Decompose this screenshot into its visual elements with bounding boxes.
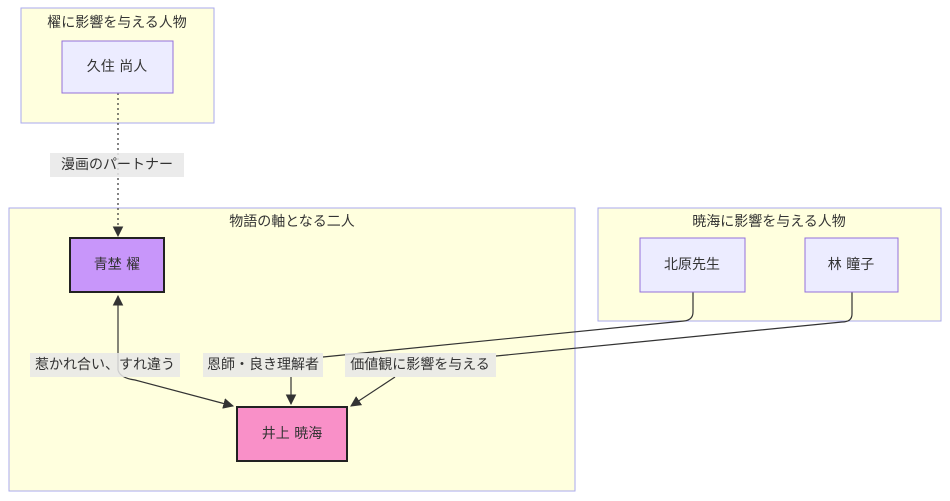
cluster-title: 暁海に影響を与える人物 (692, 213, 846, 230)
node-label: 林 瞳子 (828, 256, 874, 273)
cluster-title: 櫂に影響を与える人物 (47, 14, 187, 31)
node-label: 井上 暁海 (262, 426, 322, 442)
edge-label-text: 価値観に影響を与える (350, 356, 490, 373)
node-inoue[interactable]: 井上 暁海 (236, 406, 348, 462)
node-label: 北原先生 (664, 257, 720, 273)
node-aoi[interactable]: 青埜 櫂 (69, 237, 165, 293)
node-kitahara[interactable]: 北原先生 (639, 237, 746, 293)
node-hayashi[interactable]: 林 瞳子 (804, 237, 899, 293)
edge-label-values: 価値観に影響を与える (345, 353, 496, 377)
edge-label-mentor: 恩師・良き理解者 (203, 353, 323, 377)
edge-label-text: 惹かれ合い、すれ違う (35, 357, 175, 373)
edge-label-text: 恩師・良き理解者 (207, 357, 319, 373)
edge-values-out (350, 376, 396, 407)
edge-label-partner: 漫画のパートナー (50, 153, 184, 177)
node-label: 青埜 櫂 (94, 257, 140, 273)
edge-label-text: 漫画のパートナー (61, 157, 173, 173)
node-kuzumi[interactable]: 久住 尚人 (61, 40, 174, 94)
edge-mentor-in (322, 292, 694, 358)
cluster-title: 物語の軸となる二人 (229, 214, 355, 230)
edge-values-in (495, 292, 853, 357)
edge-label-attracted: 惹かれ合い、すれ違う (30, 353, 180, 377)
node-label: 久住 尚人 (87, 59, 147, 75)
